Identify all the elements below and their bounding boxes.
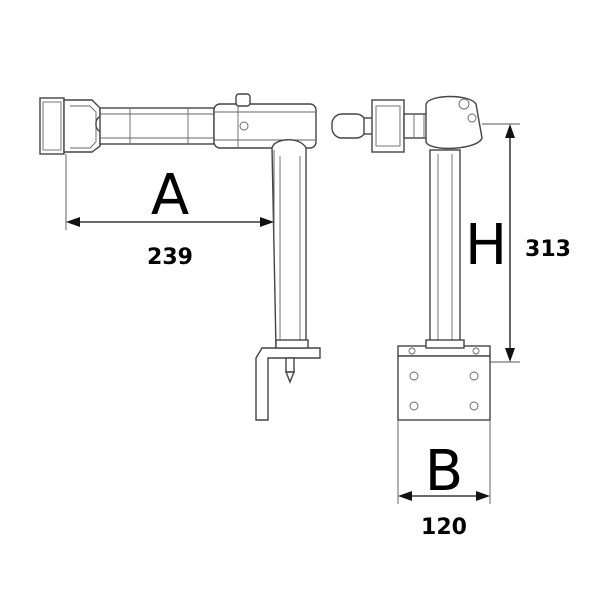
front-clamp-block [371, 99, 405, 153]
dimension-h: H 313 [465, 123, 571, 363]
side-wall-plate [39, 97, 65, 155]
front-head [425, 95, 483, 150]
side-arm [99, 107, 215, 145]
front-view [331, 95, 491, 421]
dimension-b-value: 120 [421, 515, 467, 540]
front-column [429, 149, 461, 347]
dimension-b: B 120 [397, 420, 491, 540]
side-column [271, 139, 307, 349]
dimension-a: A 239 [65, 150, 275, 270]
dimension-a-value: 239 [147, 245, 193, 270]
side-base-bracket [255, 347, 321, 421]
side-pin [285, 357, 295, 373]
front-base-plate [397, 355, 491, 421]
front-handle [331, 113, 367, 139]
dimension-a-letter: A [151, 163, 189, 228]
dimension-h-letter: H [465, 213, 507, 278]
side-clamp-head [63, 99, 101, 153]
side-view [39, 93, 321, 421]
side-top-knob [235, 93, 251, 107]
side-swivel-head [213, 103, 317, 149]
dimension-h-value: 313 [525, 237, 571, 262]
dimension-b-letter: B [425, 439, 463, 504]
